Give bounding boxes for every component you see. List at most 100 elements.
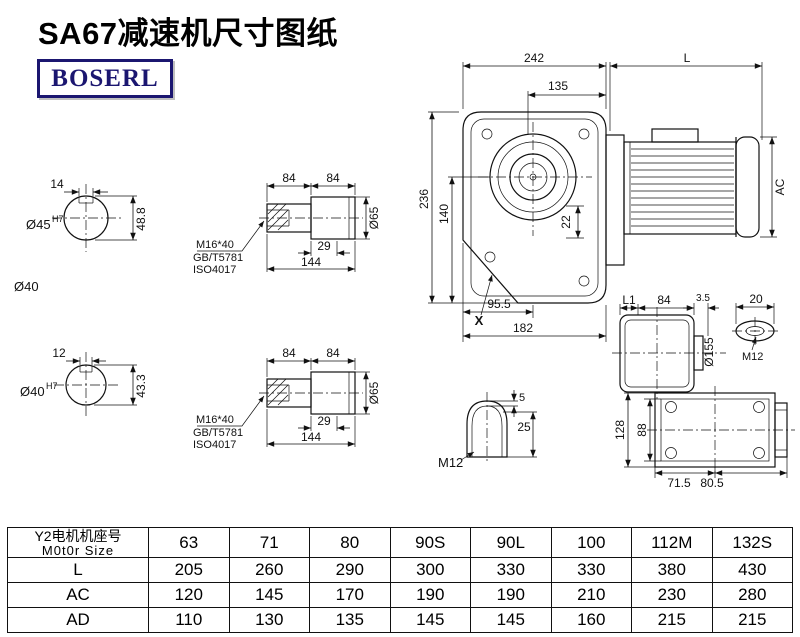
row-label: AD (7, 607, 149, 633)
table-row: AC 120 145 170 190 190 210 230 280 (7, 582, 793, 608)
table-cell: 145 (389, 607, 471, 633)
shaft-dia-label: Ø45 (26, 217, 51, 232)
shaft-dia-label: Ø40 (20, 384, 45, 399)
motor-fins (631, 148, 734, 227)
table-header-cell: 90L (470, 527, 552, 558)
shaft-dia-tolerance: H7 (52, 214, 64, 224)
table-header-cell: 90S (389, 527, 471, 558)
dim-seg-b: 84 (326, 346, 340, 360)
shaft-side-view-top: 84 84 29 144 Ø65 M16*40 GB/T5781 ISO4017 (193, 171, 381, 276)
shaft-dia-tolerance: H7 (46, 381, 58, 391)
table-row: L 205 260 290 300 330 330 380 430 (7, 557, 793, 583)
dia40-label: Ø40 (14, 279, 39, 294)
table-cell: 330 (470, 557, 552, 583)
table-header-cell: Y2电机机座号 M0t0r Size (7, 527, 149, 558)
table-cell: 215 (711, 607, 793, 633)
dim-5: 5 (519, 392, 525, 404)
table-cell: 260 (228, 557, 310, 583)
table-cell: 120 (148, 582, 230, 608)
table-cell: 210 (550, 582, 632, 608)
table-cell: 135 (309, 607, 391, 633)
thread-callout: M12 (742, 351, 763, 363)
dim-motor-dia: AC (773, 178, 787, 195)
dim-depth: 135 (548, 79, 568, 93)
brand-logo: BOSERL (37, 59, 173, 98)
dim-overall-height: 48.8 (134, 207, 148, 231)
table-cell: 190 (470, 582, 552, 608)
table-cell: 290 (309, 557, 391, 583)
dim-base: 182 (513, 321, 533, 335)
dim-l1: L1 (622, 293, 636, 307)
dim-20: 20 (749, 292, 763, 306)
table-cell: 130 (228, 607, 310, 633)
dim-dia65: Ø65 (367, 206, 381, 229)
motor-terminal-box (651, 128, 699, 143)
standard-iso: ISO4017 (193, 439, 236, 451)
table-header-cell: 112M (631, 527, 713, 558)
dim-width: 242 (524, 51, 544, 65)
table-header-cell: 80 (309, 527, 391, 558)
table-header-cell: 71 (228, 527, 310, 558)
thread-callout: M12 (438, 455, 463, 470)
row-label: AC (7, 582, 149, 608)
table-cell: 330 (550, 557, 632, 583)
dim-to-axis: 95.5 (487, 297, 511, 311)
standard-gb: GB/T5781 (193, 427, 243, 439)
thread-callout: M16*40 (196, 414, 234, 426)
keyway-detail: 5 25 M12 (438, 390, 537, 470)
table-cell: 190 (389, 582, 471, 608)
dim-overall-height: 43.3 (134, 374, 148, 398)
dim-71-5: 71.5 (667, 476, 691, 490)
dim-total-length: 144 (301, 255, 321, 269)
table-cell: 110 (148, 607, 230, 633)
table-row: AD 110 130 135 145 145 160 215 215 (7, 607, 793, 633)
dim-80-5: 80.5 (700, 476, 724, 490)
motor-size-table: Y2电机机座号 M0t0r Size 63 71 80 90S 90L 100 … (7, 527, 793, 633)
dim-height: 236 (417, 189, 431, 209)
table-cell: 145 (470, 607, 552, 633)
dim-key-width: 14 (50, 177, 64, 191)
shaft-side-view-bottom: 84 84 29 144 Ø65 M16*40 GB/T5781 ISO4017 (193, 346, 381, 451)
shaft-end-view-top: 14 Ø45 H7 48.8 (26, 177, 148, 252)
dim-seg-a: 84 (282, 171, 296, 185)
gearbox-housing (462, 111, 607, 304)
row-label: L (7, 557, 149, 583)
technical-drawing: 14 Ø45 H7 48.8 Ø40 12 Ø40 H7 (14, 51, 795, 490)
dim-axis-height: 140 (437, 204, 451, 224)
dim-84: 84 (657, 293, 671, 307)
slant-label: X (475, 313, 484, 328)
bottom-view: 128 88 71.5 80.5 (613, 386, 795, 490)
table-cell: 170 (309, 582, 391, 608)
dim-88: 88 (635, 423, 649, 437)
table-header-cell: 63 (148, 527, 230, 558)
dim-dia65: Ø65 (367, 381, 381, 404)
table-cell: 380 (631, 557, 713, 583)
dim-seg-b: 84 (326, 171, 340, 185)
side-view: L1 84 3.5 20 Ø155 M12 (612, 292, 778, 399)
table-cell: 160 (550, 607, 632, 633)
motor-fan-cowl (735, 136, 760, 238)
table-header-row: Y2电机机座号 M0t0r Size 63 71 80 90S 90L 100 … (7, 527, 793, 558)
table-cell: 205 (148, 557, 230, 583)
dim-128: 128 (613, 420, 627, 440)
table-cell: 280 (711, 582, 793, 608)
motor-flange (605, 134, 625, 266)
dim-dia155: Ø155 (702, 337, 716, 367)
dim-motor-length: L (684, 51, 691, 65)
standard-iso: ISO4017 (193, 264, 236, 276)
thread-callout: M16*40 (196, 239, 234, 251)
dim-total-length: 144 (301, 430, 321, 444)
table-cell: 230 (631, 582, 713, 608)
header-cn: Y2电机机座号 (34, 527, 122, 544)
page-title: SA67减速机尺寸图纸 (38, 16, 339, 51)
table-header-cell: 132S (711, 527, 793, 558)
dim-key-length: 29 (317, 414, 331, 428)
table-cell: 300 (389, 557, 471, 583)
dim-key-width: 12 (52, 346, 66, 360)
dim-25: 25 (517, 420, 531, 434)
table-cell: 430 (711, 557, 793, 583)
dim-flange: 22 (559, 215, 573, 229)
shaft-end-view-bottom: 12 Ø40 H7 43.3 (20, 346, 148, 418)
table-header-cell: 100 (550, 527, 632, 558)
